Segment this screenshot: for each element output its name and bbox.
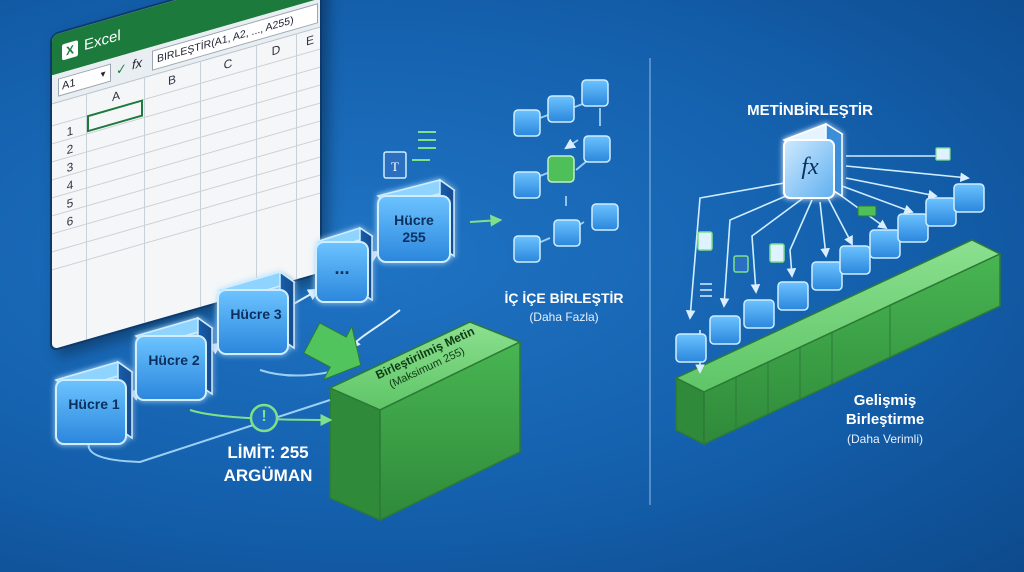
nested-title: İÇ İÇE BİRLEŞTİR <box>504 290 624 306</box>
cell-label-2: Hücre 2 <box>148 352 200 368</box>
cell-label-ellipsis: ... <box>334 258 350 278</box>
document-icon <box>697 147 951 297</box>
advanced-label-line-1: Gelişmiş <box>853 392 917 409</box>
metinbirlestir-cubes <box>675 183 985 363</box>
limit-line-1: LİMİT: 255 <box>227 443 309 462</box>
warning-icon <box>249 403 279 433</box>
cell-cube-ellipsis <box>314 226 374 303</box>
limit-line-2: ARGÜMAN <box>223 466 313 485</box>
cell-cube-1 <box>54 360 134 445</box>
arrow-into-result <box>303 322 362 381</box>
svg-text:T: T <box>391 159 399 174</box>
cell-cube-3 <box>216 270 296 355</box>
advanced-label-line-2: Birleştirme <box>845 411 925 428</box>
fx-function-cube <box>782 122 844 199</box>
fx-output-arrows <box>685 155 970 374</box>
metinbirlestir-title: METİNBİRLEŞTİR <box>747 102 873 119</box>
merged-text-block <box>328 321 522 522</box>
warning-mark: ! <box>261 408 267 425</box>
advanced-subtitle: (Daha Verimli) <box>846 432 924 446</box>
cell-label-1: Hücre 1 <box>68 396 120 412</box>
cell-cube-2 <box>134 316 214 401</box>
list-document-icon <box>412 131 436 161</box>
cell-label-255: Hücre 255 <box>394 212 434 245</box>
long-green-bar <box>674 239 1002 446</box>
nested-cubes <box>513 79 619 263</box>
text-document-icon: T <box>383 151 407 179</box>
cell-cube-255 <box>376 178 456 263</box>
fx-cube-label: fx <box>801 154 819 180</box>
cell-label-3: Hücre 3 <box>230 306 282 322</box>
nested-subtitle: (Daha Fazla) <box>529 310 599 324</box>
